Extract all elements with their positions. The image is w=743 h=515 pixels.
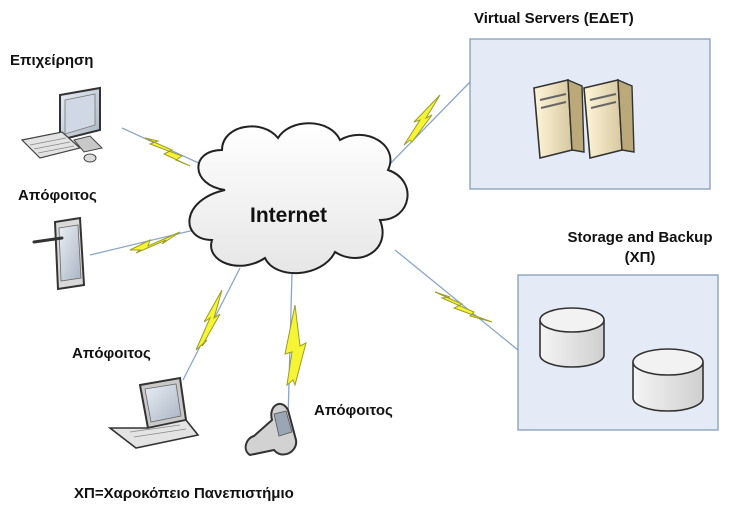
lightning-bolt-laptop (195, 289, 223, 351)
lightning-bolt-tablet (129, 231, 181, 254)
company-label: Επιχείρηση (10, 52, 94, 69)
virtual-servers-label: Virtual Servers (ΕΔΕΤ) (474, 10, 634, 27)
virtual-servers-panel (469, 38, 711, 190)
internet-label: Internet (250, 204, 328, 227)
storage-label-line1: Storage and Backup (567, 229, 713, 246)
tablet-icon (32, 216, 86, 291)
graduate-tablet-label: Απόφοιτος (18, 187, 97, 204)
server-tower-icon (583, 78, 635, 160)
disk-storage-icon (539, 307, 605, 368)
footnote: ΧΠ=Χαροκόπειο Πανεπιστήμιο (74, 485, 294, 502)
server-tower-icon (533, 78, 585, 160)
link-storage (394, 249, 519, 351)
disk-storage-icon (632, 348, 704, 412)
storage-label-line2: (ΧΠ) (624, 249, 656, 266)
internet-cloud (188, 122, 409, 275)
lightning-bolt-storage (434, 291, 493, 323)
graduate-phone-label: Απόφοιτος (314, 402, 393, 419)
lightning-bolt-servers (403, 94, 441, 146)
link-servers (385, 81, 471, 169)
mobile-phone-icon (244, 402, 298, 457)
lightning-bolt-phone (284, 304, 307, 387)
graduate-laptop-label: Απόφοιτος (72, 345, 151, 362)
desktop-computer-icon (20, 86, 103, 163)
lightning-bolt-company (144, 137, 191, 167)
laptop-icon (107, 376, 200, 449)
